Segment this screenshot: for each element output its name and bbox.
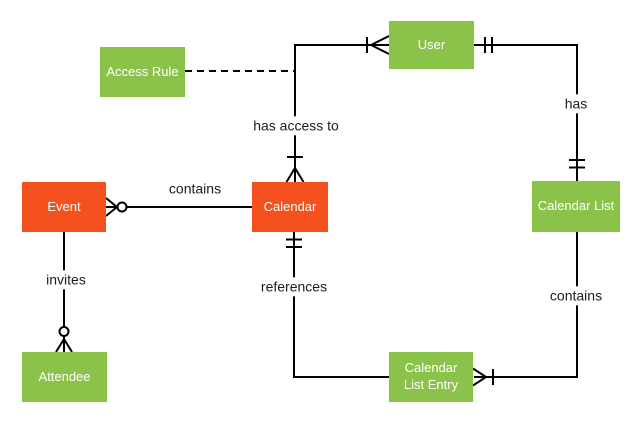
entity-calendar: Calendar: [252, 182, 328, 232]
entity-attendee: Attendee: [22, 352, 107, 402]
relationship-label-contains: contains: [164, 179, 226, 199]
exactly-one-marker-icon: [569, 159, 585, 169]
one-or-many-marker-icon: [366, 35, 390, 55]
connector-event-invites-attendee: [55, 232, 73, 353]
exactly-one-marker-icon: [286, 238, 302, 248]
relationship-label-has: has: [560, 94, 592, 114]
connector-user-has-calendar-list: [473, 37, 585, 181]
relationship-label-contains: contains: [545, 286, 607, 306]
one-or-many-marker-icon: [472, 367, 494, 387]
connector-entry-references-calendar: [286, 232, 389, 378]
relationship-label-references: references: [256, 277, 332, 297]
entity-calendar-list: Calendar List: [532, 181, 620, 232]
entity-calendar-list-entry: Calendar List Entry: [389, 352, 473, 402]
entity-access-rule: Access Rule: [100, 47, 185, 97]
connector-calendar-list-contains-entry: [472, 232, 578, 387]
exactly-one-marker-icon: [484, 37, 493, 53]
zero-or-many-marker-icon: [55, 326, 73, 353]
relationship-label-has-access-to: has access to: [249, 116, 343, 136]
one-or-many-marker-icon: [285, 156, 305, 183]
connector-calendar-contains-event: [105, 197, 252, 217]
entity-user: User: [389, 21, 474, 69]
entity-event: Event: [22, 182, 106, 232]
relationship-label-invites: invites: [42, 270, 90, 290]
zero-or-many-marker-icon: [105, 197, 128, 217]
connector-user-has-access-to-calendar: [285, 35, 390, 183]
